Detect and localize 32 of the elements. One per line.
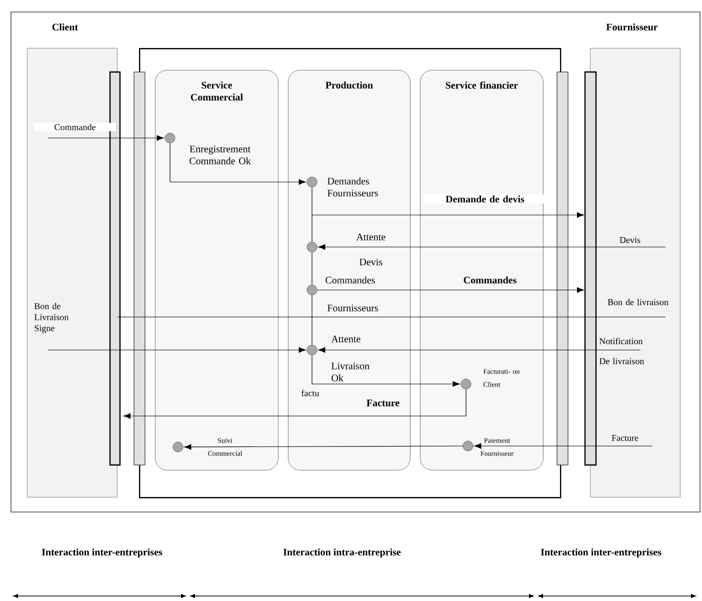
edge-label: Notification De livraison — [599, 338, 644, 364]
edge-label: Facture — [612, 435, 638, 441]
edge-label: Bon de livraison — [608, 298, 668, 306]
arrow — [48, 347, 306, 353]
edge-label: Facture — [366, 400, 400, 406]
arrow — [123, 388, 466, 419]
state-label: Fournisseurs — [327, 304, 378, 312]
arrow — [318, 347, 641, 353]
node-label: Client — [52, 23, 78, 31]
scope-label: Interaction inter-entreprises — [42, 548, 162, 558]
state-label: Attente — [331, 336, 360, 342]
state-label: Enregistrement Commande Ok — [190, 146, 251, 164]
state-label: Commandes — [326, 276, 375, 284]
state-label: Demandes Fournisseurs — [327, 177, 378, 196]
scope-label: Interaction inter-entreprises — [540, 548, 662, 558]
scope-label: Interaction intra-entreprise — [283, 548, 401, 558]
arrow — [48, 135, 164, 141]
arrow — [312, 354, 460, 387]
edge-label: Commandes — [464, 276, 516, 284]
arrow — [312, 212, 584, 218]
state-label: Attente — [356, 234, 386, 240]
arrow — [316, 287, 584, 293]
state-label: Devis — [359, 258, 382, 266]
state-label: Livraison Ok — [331, 362, 370, 382]
arrow — [474, 443, 653, 449]
arrow — [184, 444, 464, 450]
edge-label: Bon de Livraison Signe — [34, 302, 69, 334]
node-label: Fournisseur — [606, 23, 658, 31]
edge-label: Devis — [620, 236, 640, 244]
edge-label: factu — [301, 390, 320, 396]
arrow — [170, 142, 306, 185]
arrow — [318, 244, 666, 250]
